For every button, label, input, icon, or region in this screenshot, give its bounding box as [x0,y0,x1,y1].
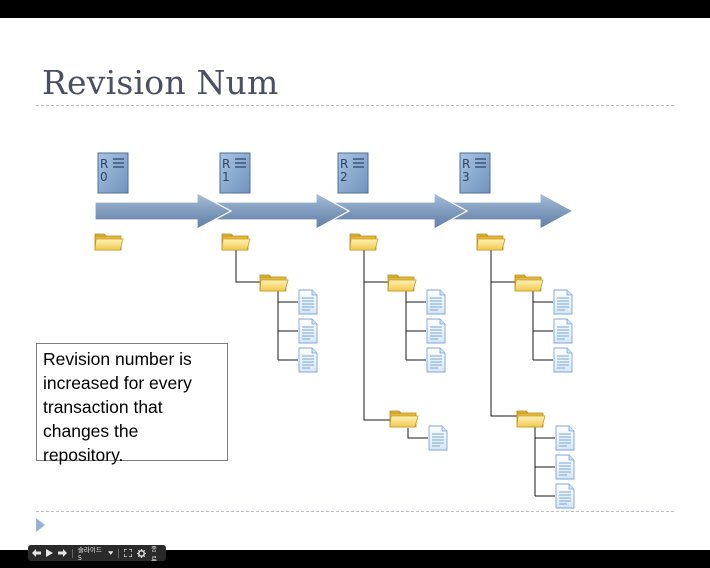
file-icon [555,454,575,480]
revision-doc-label: R [222,157,230,171]
slide-menu-button[interactable]: 슬라이드 5 [77,544,114,562]
timeline-arrow-0 [94,192,233,230]
file-icon [298,347,318,373]
tree-connectors [235,250,555,497]
toolbar-separator [72,548,73,558]
settings-button[interactable] [136,548,146,558]
revision-doc-number: 0 [100,170,108,184]
revision-tree-diagram: R 0 R 1 R 2 R 3 [94,152,575,509]
revision-doc-label: R [462,157,470,171]
next-slide-button[interactable] [58,549,67,557]
revision-doc-label: R [340,157,348,171]
revision-doc-label: R [100,157,108,171]
play-button[interactable] [46,549,53,557]
toolbar-separator [118,548,119,558]
slide-number-label: 슬라이드 5 [77,546,102,562]
folder-icon [94,233,124,251]
slide-canvas: Revision Num [0,18,710,550]
fullscreen-button[interactable] [123,549,132,557]
file-icon [555,483,575,509]
folder-icon [387,274,417,292]
next-arrow-icon [58,549,67,557]
folder-icon [349,233,379,251]
slideshow-toolbar: 슬라이드 5 종료 [28,544,166,563]
revision-doc-number: 3 [462,170,470,184]
slide-title: Revision Num [42,63,279,102]
revision-doc-3: R 3 [459,152,491,194]
end-show-button[interactable]: 종료 [150,545,157,563]
slide-play-marker-icon[interactable] [36,518,45,532]
file-icon [426,347,446,373]
file-icon [428,425,448,451]
note-textbox: Revision number is increased for every t… [36,343,228,465]
timeline-arrows [94,191,575,231]
file-icon [553,347,573,373]
settings-gear-icon [136,548,146,558]
fullscreen-icon [123,549,132,557]
timeline-arrow-1 [210,191,351,231]
play-icon [46,549,53,557]
file-icon [298,318,318,344]
file-icon [426,318,446,344]
file-icon [298,289,318,315]
folder-icon [389,410,419,428]
file-icon [553,318,573,344]
revision-doc-number: 2 [340,170,348,184]
chevron-down-icon [107,550,114,555]
footer-divider [36,511,674,512]
file-icon [553,289,573,315]
revision-doc-number: 1 [222,170,230,184]
revision-doc-2: R 2 [337,152,369,194]
folder-icon [514,274,544,292]
file-icon [555,425,575,451]
prev-slide-button[interactable] [32,549,41,557]
revision-doc-0: R 0 [97,152,129,194]
folder-icon [221,233,251,251]
file-icon [426,289,446,315]
title-divider [36,105,674,106]
folder-icon [476,233,506,251]
timeline-arrow-2 [328,191,469,231]
revision-doc-1: R 1 [219,152,251,194]
prev-arrow-icon [32,549,41,557]
folder-icon [259,274,289,292]
folder-icon [516,410,546,428]
